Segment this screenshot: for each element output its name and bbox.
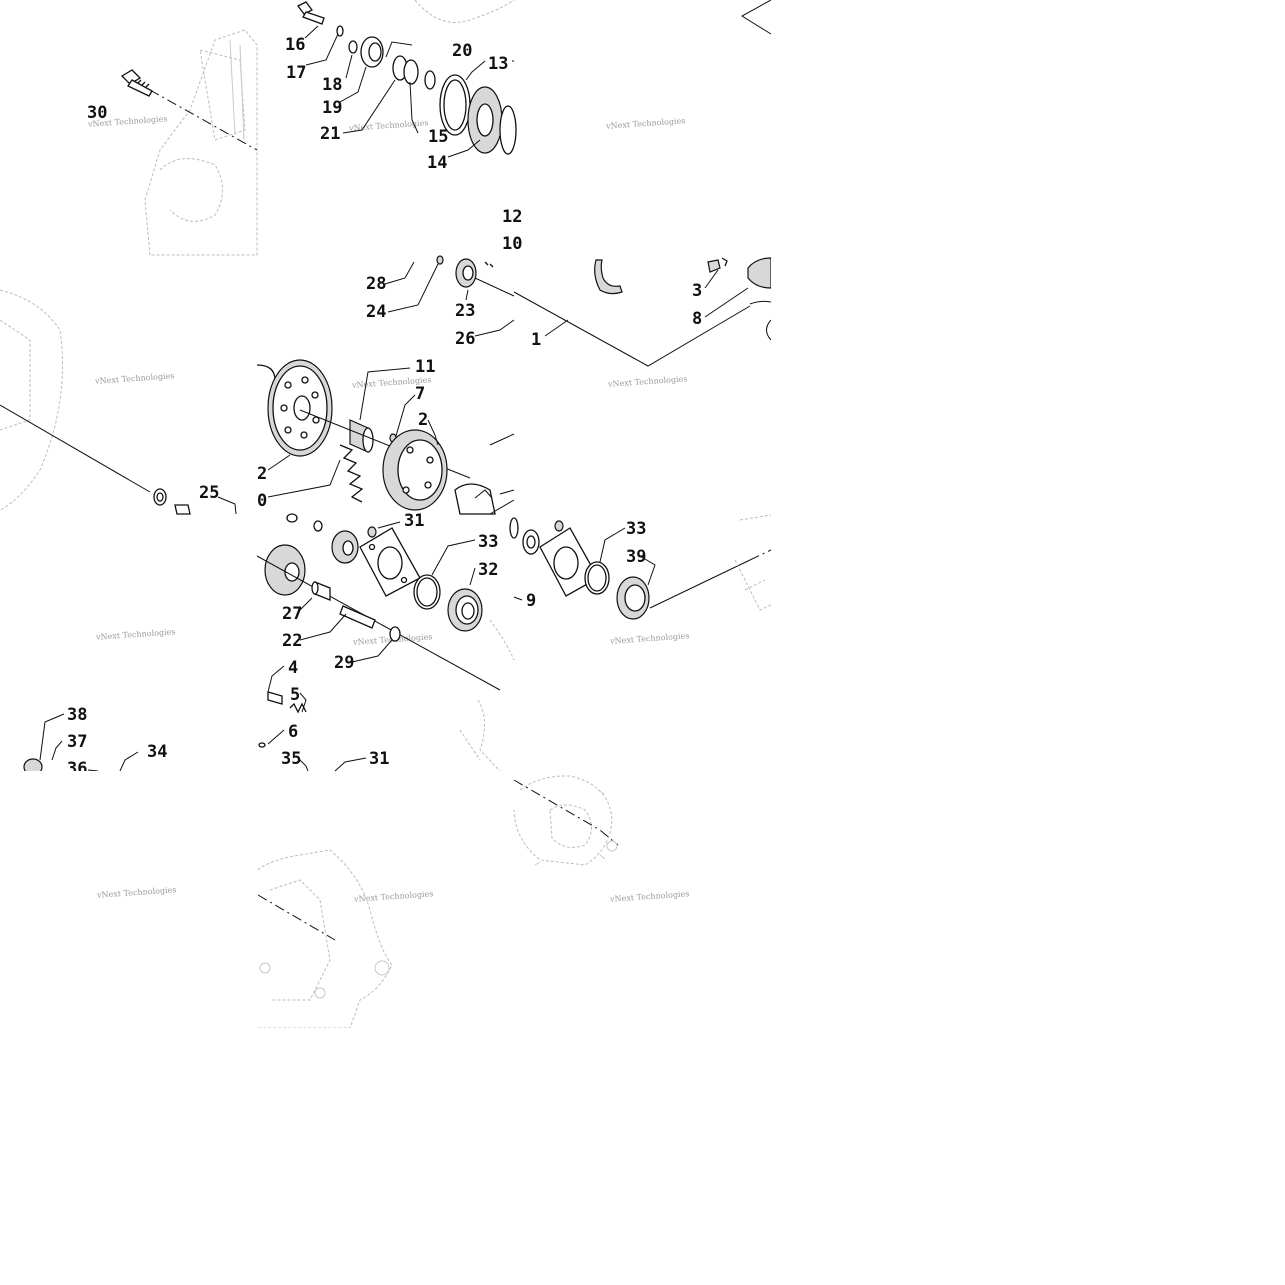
callout-label: 24 — [366, 302, 386, 322]
callout-label: 23 — [455, 301, 475, 321]
callout-label: 14 — [427, 153, 447, 173]
tile-housing-bottom — [257, 849, 393, 1029]
callout-label: 30 — [87, 103, 107, 123]
tile-pump-assembly — [256, 513, 515, 772]
callout-label: 22 — [282, 631, 302, 651]
leaders-pump — [267, 521, 476, 772]
callout-label: 19 — [322, 98, 342, 118]
callout-label: 12 — [502, 207, 522, 227]
callout-label: 13 — [488, 54, 508, 74]
tile-pump-right — [509, 514, 772, 620]
callout-label: 17 — [286, 63, 306, 83]
callout-label: 28 — [366, 274, 386, 294]
callout-label: 2 — [257, 464, 267, 484]
callout-label: 3 — [692, 281, 702, 301]
callout-label: 0 — [257, 491, 267, 511]
bolt-30 — [120, 69, 153, 97]
callout-label: 7 — [415, 384, 425, 404]
callout-label: 35 — [281, 749, 301, 769]
mask-row3-left — [0, 771, 257, 1028]
callout-label: 31 — [369, 749, 389, 769]
tile-cover-assembly — [297, 0, 517, 155]
tile-belt — [513, 257, 772, 367]
callout-label: 4 — [288, 658, 298, 678]
callout-label: 39 — [626, 547, 646, 567]
callout-label: 25 — [199, 483, 219, 503]
callout-label: 33 — [478, 532, 498, 552]
callout-label: 26 — [455, 329, 475, 349]
callout-label: 2 — [418, 410, 428, 430]
leaders-cover — [304, 25, 514, 158]
callout-label: 16 — [285, 35, 305, 55]
callout-label: 29 — [334, 653, 354, 673]
callout-label: 34 — [147, 742, 167, 762]
tile-housing-left-mid — [0, 289, 237, 515]
tile-gear-assembly — [256, 255, 515, 515]
callout-label: 37 — [67, 732, 87, 752]
mask-bottom — [0, 1028, 1285, 1285]
callout-label: 32 — [478, 560, 498, 580]
callout-label: 15 — [428, 127, 448, 147]
tile-cover-bottom-right — [513, 775, 619, 866]
callout-label: 9 — [526, 591, 536, 611]
callout-label: 31 — [404, 511, 424, 531]
callout-label: 33 — [626, 519, 646, 539]
tile-right-top — [741, 0, 772, 35]
callout-label: 11 — [415, 357, 435, 377]
callout-label: 1 — [531, 330, 541, 350]
tile-housing-left-top — [144, 29, 258, 256]
callout-label: 20 — [452, 41, 472, 61]
callout-label: 21 — [320, 124, 340, 144]
callout-label: 18 — [322, 75, 342, 95]
leaders-belt — [544, 269, 749, 337]
callout-label: 38 — [67, 705, 87, 725]
callout-label: 6 — [288, 722, 298, 742]
callout-label: 27 — [282, 604, 302, 624]
callout-label: 10 — [502, 234, 522, 254]
leaders-gear — [267, 261, 515, 498]
callout-label: 8 — [692, 309, 702, 329]
callout-label: 5 — [290, 685, 300, 705]
